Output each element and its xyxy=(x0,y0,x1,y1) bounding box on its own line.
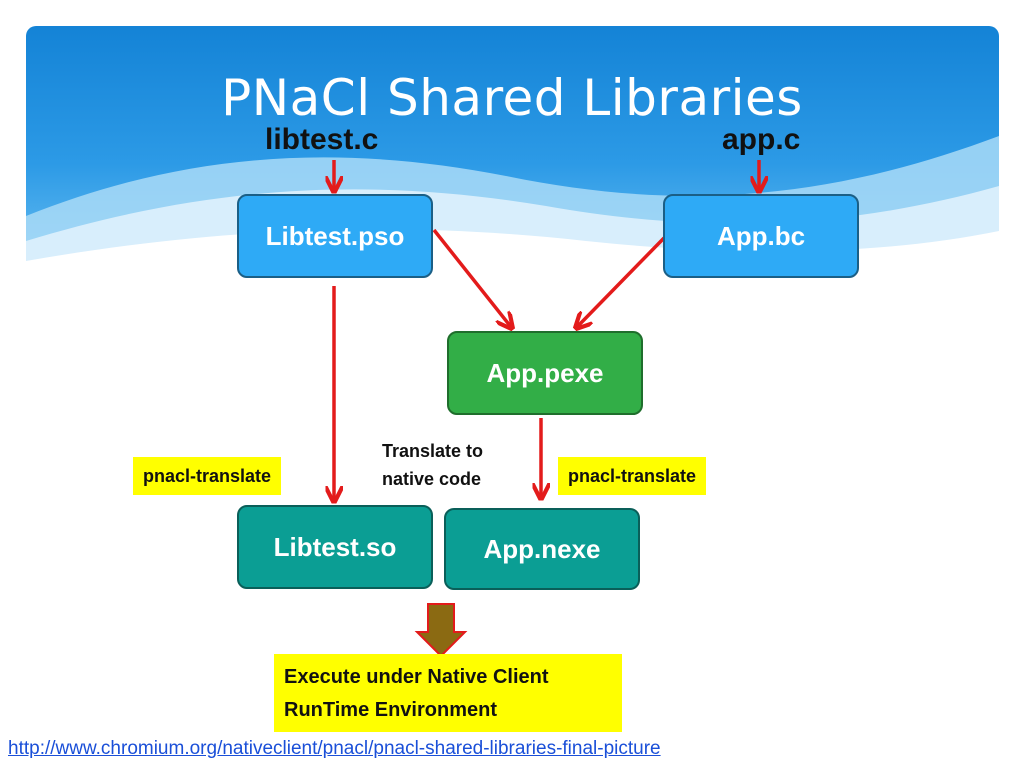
box-app-bc-label: App.bc xyxy=(716,220,806,251)
execute-box-line-2: RunTime Environment xyxy=(284,699,497,721)
source-link[interactable]: http://www.chromium.org/nativeclient/pna… xyxy=(8,738,661,759)
translate-note-line-2: native code xyxy=(382,469,482,489)
box-app-pexe-label: App.pexe xyxy=(486,357,604,388)
translate-note-line-1: Translate to xyxy=(382,441,484,461)
box-app-nexe: App.nexe xyxy=(444,508,640,590)
box-libtest-so-label: Libtest.so xyxy=(273,531,397,562)
source-label-app-c: app.c xyxy=(722,123,801,156)
box-app-pexe: App.pexe xyxy=(447,331,643,415)
box-libtest-so: Libtest.so xyxy=(237,505,433,589)
slide-title: PNaCl Shared Libraries xyxy=(221,69,803,127)
execute-box-line-1: Execute under Native Client xyxy=(284,666,549,688)
box-libtest-pso-label: Libtest.pso xyxy=(265,220,405,251)
translate-note: Translate to native code xyxy=(382,437,483,493)
box-app-bc: App.bc xyxy=(663,194,859,278)
execute-box: Execute under Native Client RunTime Envi… xyxy=(274,654,622,732)
box-app-nexe-label: App.nexe xyxy=(483,533,601,564)
tag-pnacl-translate-left: pnacl-translate xyxy=(133,457,282,495)
execute-down-arrow-icon xyxy=(414,603,468,658)
source-label-libtest-c: libtest.c xyxy=(265,123,379,156)
box-libtest-pso: Libtest.pso xyxy=(237,194,433,278)
tag-pnacl-translate-right: pnacl-translate xyxy=(558,457,707,495)
